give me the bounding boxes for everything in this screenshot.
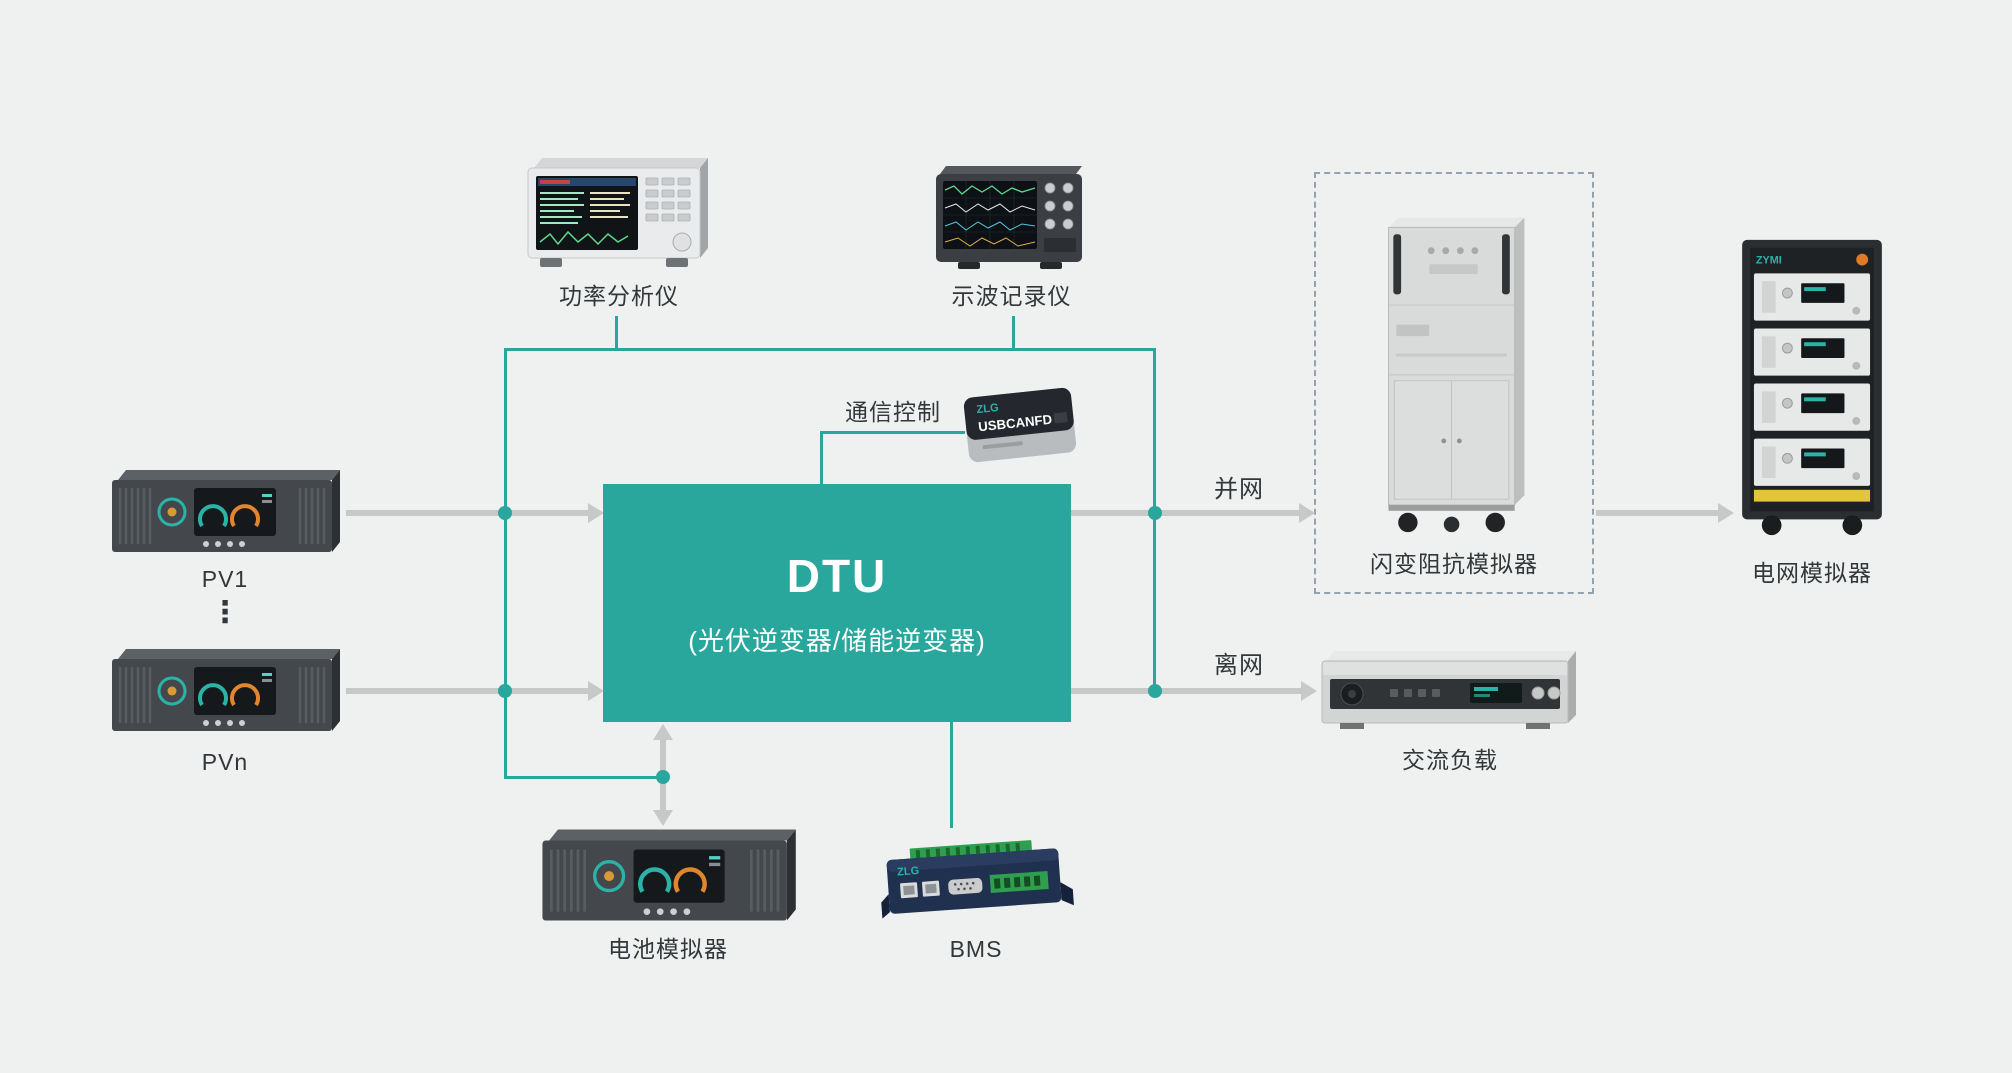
off-grid-label: 离网 — [1214, 652, 1264, 679]
ac-load-label: 交流负载 — [1402, 747, 1498, 773]
pv1-to-dtu-arrow-shaft — [346, 510, 588, 516]
flicker-simulator-dashed-box — [1314, 172, 1594, 594]
dtu-to-flicker-arrow-shaft — [1071, 510, 1299, 516]
comm-control-label: 通信控制 — [845, 399, 941, 425]
connector-comm-vertical — [820, 431, 823, 486]
connector-top-horizontal — [504, 348, 1156, 351]
dtu-to-flicker-arrow-head — [1299, 503, 1315, 523]
dtu-subtitle: (光伏逆变器/储能逆变器) — [688, 625, 986, 656]
battery-simulator-image — [540, 825, 796, 925]
oscilloscope-image — [934, 164, 1089, 272]
dtu-to-acload-arrow-head — [1301, 681, 1317, 701]
battery-simulator-label: 电池模拟器 — [608, 936, 728, 962]
flicker-to-gridsim-arrow-head — [1718, 503, 1734, 523]
pvn-label: PVn — [201, 749, 249, 775]
junction-dot-pv1 — [498, 506, 512, 520]
flicker-simulator-label: 闪变阻抗模拟器 — [1370, 551, 1538, 577]
pv1-simulator-image — [110, 466, 340, 556]
junction-dot-pvn — [498, 684, 512, 698]
dtu-to-acload-arrow-shaft — [1071, 688, 1301, 694]
grid-simulator-rack-image — [1738, 234, 1886, 539]
connector-bms-vertical — [950, 722, 953, 828]
grid-simulator-label: 电网模拟器 — [1752, 560, 1872, 586]
grid-connected-label: 并网 — [1214, 476, 1264, 503]
bms-device-image — [878, 826, 1074, 926]
junction-dot-offgrid — [1148, 684, 1162, 698]
connector-bottom-horizontal — [504, 776, 665, 779]
connector-comm-horizontal — [820, 431, 965, 434]
junction-dot-grid — [1148, 506, 1162, 520]
bms-label: BMS — [949, 936, 1003, 962]
power-analyzer-image — [524, 150, 714, 275]
connector-oscilloscope-stub — [1012, 316, 1015, 351]
power-analyzer-label: 功率分析仪 — [559, 283, 679, 309]
pv-ellipsis: ⋮ — [210, 596, 240, 629]
dtu-battery-arrow-down-head — [653, 810, 673, 826]
pv1-label: PV1 — [201, 566, 249, 592]
dtu-battery-arrow-up-head — [653, 724, 673, 740]
dtu-title: DTU — [786, 549, 888, 602]
oscilloscope-label: 示波记录仪 — [951, 283, 1072, 309]
flicker-to-gridsim-arrow-shaft — [1596, 510, 1718, 516]
pv1-to-dtu-arrow-head — [588, 503, 604, 523]
pvn-to-dtu-arrow-head — [588, 681, 604, 701]
connector-right-vertical — [1153, 348, 1156, 692]
connector-analyzer-stub — [615, 316, 618, 351]
dtu-node: DTU (光伏逆变器/储能逆变器) — [603, 484, 1071, 722]
pvn-simulator-image — [110, 645, 340, 735]
ac-load-image — [1320, 645, 1580, 733]
connector-left-vertical — [504, 348, 507, 779]
pvn-to-dtu-arrow-shaft — [346, 688, 588, 694]
junction-dot-battery — [656, 770, 670, 784]
